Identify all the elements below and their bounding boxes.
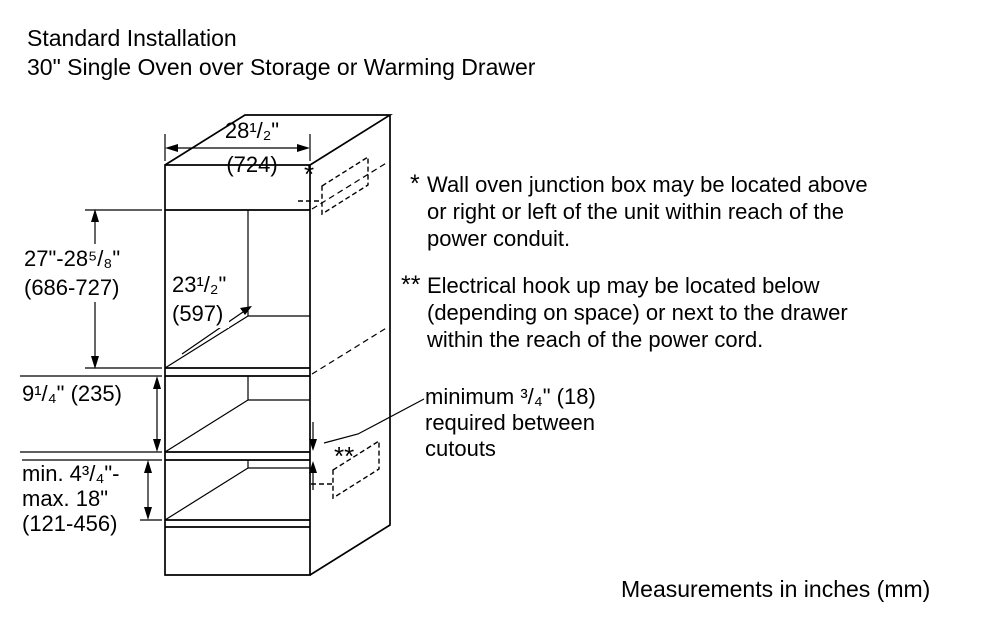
junction-box-asterisk-marker: * — [304, 159, 315, 189]
dim-bottom-space-line1: min. 4³/₄"- — [22, 461, 120, 486]
note-electrical-marker: ** — [401, 271, 421, 299]
junction-box-dashed-outline — [298, 155, 369, 216]
dim-bottom-space-line3: (121-456) — [22, 511, 118, 536]
note-junction-box-marker: * — [410, 170, 420, 198]
title-line-2: 30" Single Oven over Storage or Warming … — [27, 54, 536, 80]
dim-depth-inches: 23¹/₂" — [172, 272, 227, 297]
note-electrical-line1: Electrical hook up may be located below — [427, 273, 820, 298]
dim-cutout-height-mm: (686-727) — [24, 275, 120, 300]
note-electrical-text: Electrical hook up may be located below … — [427, 272, 848, 353]
dim-bottom-space-line2: max. 18" — [22, 486, 109, 511]
dim-drawer-height-lines — [20, 375, 162, 453]
dim-width-inches-label: 28¹/₂" — [224, 118, 280, 143]
dim-drawer-height-label: 9¹/₄" (235) — [22, 381, 122, 406]
dim-bottom-space-lines — [22, 459, 162, 521]
dim-cutout-height-inches: 27"-28⁵/₈" — [24, 246, 121, 271]
dim-width-lines — [164, 134, 311, 161]
note-junction-box-line3: power conduit. — [427, 226, 571, 251]
note-min-gap-line1: minimum ³/₄" (18) — [425, 384, 596, 409]
dim-bottom-space-label: min. 4³/₄"- max. 18" (121-456) — [22, 461, 119, 536]
dim-depth-mm: (597) — [172, 301, 224, 326]
note-electrical-line2: (depending on space) or next to the draw… — [427, 300, 848, 325]
arrowheads — [91, 144, 317, 520]
note-junction-box-line1: Wall oven junction box may be located ab… — [427, 172, 868, 197]
measurements-footnote: Measurements in inches (mm) — [621, 576, 931, 602]
dim-cutout-height-label: 27"-28⁵/₈" (686-727) — [24, 244, 125, 302]
electrical-box-asterisk-marker: ** — [334, 441, 355, 471]
note-junction-box-text: Wall oven junction box may be located ab… — [427, 171, 868, 252]
dim-width-mm-label: (724) — [226, 152, 278, 177]
page-title: Standard Installation 30" Single Oven ov… — [27, 24, 535, 82]
cabinet-interior-edges — [164, 210, 310, 521]
electrical-box-dashed-outline — [311, 439, 380, 500]
min-gap-arrows — [312, 398, 425, 490]
hidden-shelf-edges — [311, 161, 389, 375]
note-min-gap-line3: cutouts — [425, 436, 496, 461]
note-junction-box-line2: or right or left of the unit within reac… — [427, 199, 845, 224]
note-min-gap-line2: required between — [425, 410, 596, 435]
note-min-gap-text: minimum ³/₄" (18) required between cutou… — [425, 384, 596, 462]
dim-depth-label: 23¹/₂" (597) — [172, 270, 230, 328]
dim-depth-arrow-line — [181, 311, 244, 355]
cabinet-outline — [164, 114, 393, 576]
note-electrical-line3: within the reach of the power cord. — [427, 327, 764, 352]
title-line-1: Standard Installation — [27, 25, 237, 51]
